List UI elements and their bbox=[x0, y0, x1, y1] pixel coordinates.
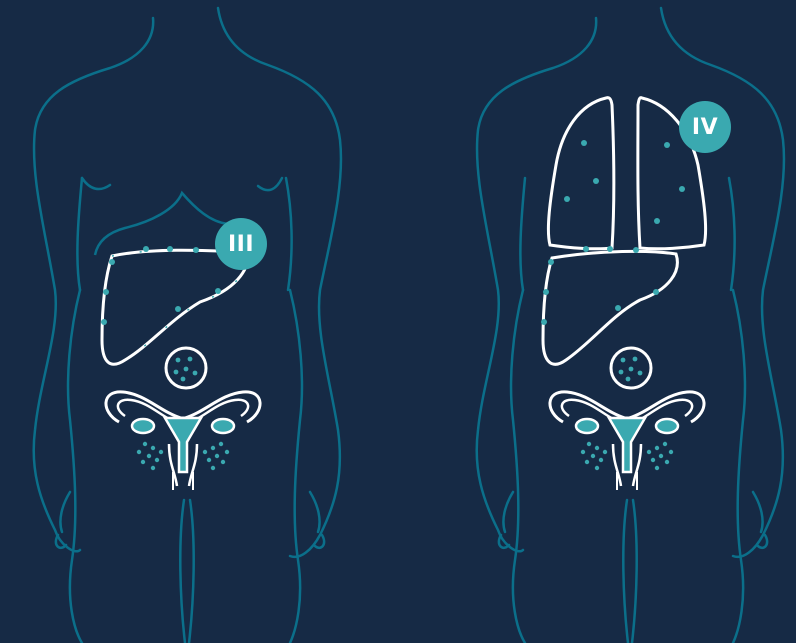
reproductive-organs-right bbox=[550, 392, 704, 490]
stage-badge-right: IV bbox=[679, 101, 731, 153]
stage-badge-left: III bbox=[215, 218, 267, 270]
bowel-right bbox=[611, 348, 651, 388]
body-outline-left bbox=[34, 8, 341, 643]
body-outline-right bbox=[477, 8, 784, 643]
bowel-left bbox=[166, 348, 206, 388]
diaphragm-left bbox=[95, 193, 228, 255]
liver-right bbox=[541, 246, 677, 364]
reproductive-organs-left bbox=[106, 392, 260, 490]
